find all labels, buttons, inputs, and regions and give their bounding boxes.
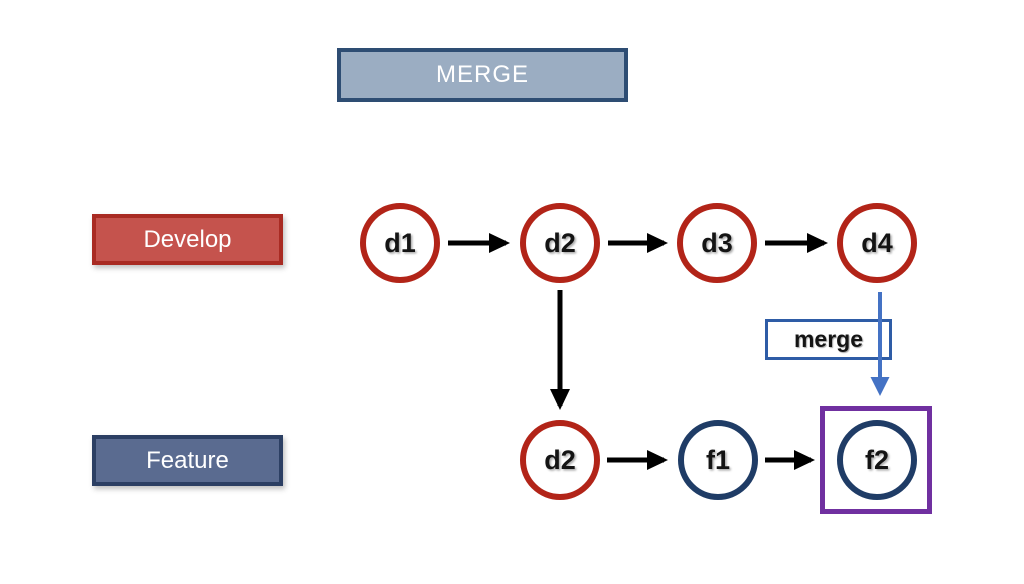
feature-branch-label: Feature (92, 435, 283, 486)
merge-annotation-box: merge (765, 319, 892, 360)
commit-node-f2: f2 (837, 420, 917, 500)
commit-label-f2: f2 (864, 444, 889, 475)
commit-label-d1: d1 (384, 227, 416, 258)
commit-node-d3: d3 (677, 203, 757, 283)
commit-node-d4: d4 (837, 203, 917, 283)
feature-branch-text: Feature (146, 446, 229, 474)
merge-title-box: MERGE (337, 48, 628, 102)
commit-label-d2: d2 (544, 227, 576, 258)
commit-node-f1: f1 (678, 420, 758, 500)
merge-title-label: MERGE (435, 61, 529, 88)
commit-label-d3: d3 (701, 227, 733, 258)
merge-annotation-text: merge (793, 326, 864, 352)
develop-branch-text: Develop (143, 225, 232, 253)
commit-label-feature-d2: d2 (544, 444, 576, 475)
f2-highlight-square (820, 406, 932, 514)
commit-label-d4: d4 (861, 227, 893, 258)
commit-label-f1: f1 (705, 444, 730, 475)
commit-node-d2: d2 (520, 203, 600, 283)
develop-branch-label: Develop (92, 214, 283, 265)
commit-node-feature-d2: d2 (520, 420, 600, 500)
commit-node-d1: d1 (360, 203, 440, 283)
